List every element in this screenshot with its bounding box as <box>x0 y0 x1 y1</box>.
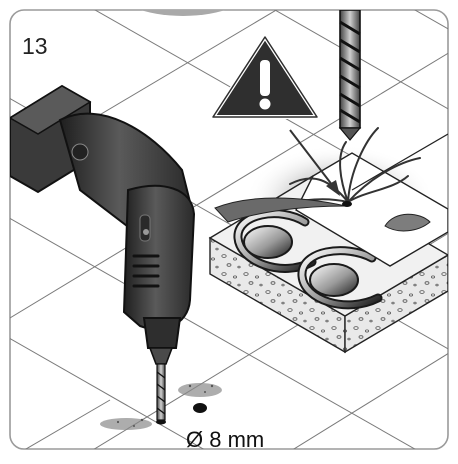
drill-hole <box>193 403 207 413</box>
heating-tube-loops <box>233 209 383 310</box>
drill-bit-icon <box>338 10 362 141</box>
step-number: 13 <box>22 33 48 59</box>
hole-diameter-label: Ø 8 mm <box>186 427 265 452</box>
warning-triangle-icon <box>211 35 319 119</box>
drill-dust <box>100 383 222 430</box>
electric-drill-icon <box>10 84 196 425</box>
warning-arrow <box>289 129 337 191</box>
drill-hole-impact <box>342 201 352 207</box>
tile-mark <box>384 213 431 232</box>
